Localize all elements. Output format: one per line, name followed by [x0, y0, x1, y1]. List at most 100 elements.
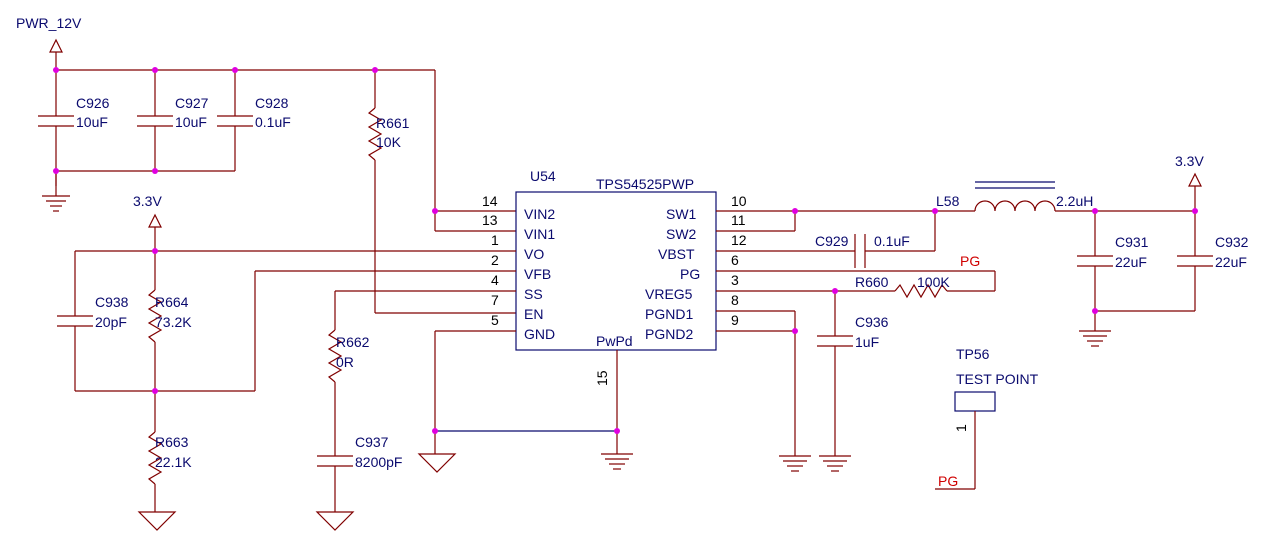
capacitor-c931-symbol	[1077, 255, 1113, 267]
l58-ref: L58	[936, 193, 960, 209]
net-label-pwr-12v: PWR_12V	[16, 15, 82, 31]
capacitor-c926-symbol	[38, 115, 74, 127]
pin-number: 4	[491, 272, 499, 288]
ground-symbol-input-caps	[42, 171, 70, 212]
junction-dot	[432, 208, 438, 214]
c932-value: 22uF	[1215, 254, 1247, 270]
l58-value: 2.2uH	[1056, 193, 1093, 209]
resistor-r664-symbol	[147, 289, 163, 432]
resistor-r663-symbol	[147, 431, 163, 512]
r664-value: 73.2K	[155, 314, 192, 330]
c936-value: 1uF	[855, 334, 879, 350]
tp56-wire	[935, 411, 976, 490]
ss-network-wires	[327, 290, 516, 512]
capacitor-c928-symbol	[217, 115, 253, 127]
r660-ref: R660	[855, 274, 889, 290]
ic-part-number: TPS54525PWP	[596, 176, 694, 192]
pin-number: 1	[491, 232, 499, 248]
junction-dot	[1092, 308, 1098, 314]
resistor-r661-symbol	[367, 70, 516, 314]
pin-number: 5	[491, 312, 499, 328]
net-label-pg-tp: PG	[938, 473, 958, 489]
pin-name: PGND2	[645, 326, 693, 342]
input-wires	[55, 69, 516, 232]
pin-name: PGND1	[645, 306, 693, 322]
c928-ref: C928	[255, 95, 289, 111]
pin-name: SW1	[666, 206, 697, 222]
c936-ref: C936	[855, 314, 889, 330]
pin-number: 12	[731, 232, 747, 248]
c929-ref: C929	[815, 233, 849, 249]
pin-name: VREG5	[645, 286, 693, 302]
inductor-l58-symbol	[974, 181, 1195, 212]
test-point-tp56-body	[954, 391, 996, 412]
capacitor-c927-symbol	[137, 115, 173, 127]
pin-number: 8	[731, 292, 739, 308]
output-cap-wires	[1094, 186, 1196, 331]
vo-vfb-wires	[74, 250, 516, 392]
c938-ref: C938	[95, 294, 129, 310]
pin-name: VBST	[658, 246, 695, 262]
pin-name: VFB	[524, 266, 551, 282]
pin-number: 3	[731, 272, 739, 288]
junction-dot	[832, 288, 838, 294]
ground-symbol-pgnd	[779, 455, 811, 472]
junction-dot	[1192, 208, 1198, 214]
pin-name: PG	[680, 266, 700, 282]
r661-value: 10K	[376, 134, 402, 150]
junction-dot	[792, 328, 798, 334]
ground-symbol-gnd-pin	[417, 453, 457, 473]
pin-number: 6	[731, 252, 739, 268]
c937-ref: C937	[355, 434, 389, 450]
sw-wires	[716, 210, 975, 252]
capacitor-c936-symbol	[817, 335, 853, 347]
tp56-ref: TP56	[956, 346, 990, 362]
c926-ref: C926	[76, 95, 110, 111]
ic-ref: U54	[530, 168, 556, 184]
pin-number: 14	[482, 193, 498, 209]
c937-value: 8200pF	[355, 454, 402, 470]
pin-name: VIN1	[524, 226, 555, 242]
pin-number: 7	[491, 292, 499, 308]
c931-ref: C931	[1115, 234, 1149, 250]
power-symbol-3v3-left	[148, 213, 162, 290]
pin-number: 9	[731, 312, 739, 328]
r661-ref: R661	[376, 115, 410, 131]
pin-number: 13	[482, 212, 498, 228]
power-symbol-3v3-right	[1188, 172, 1202, 187]
r662-value: 0R	[336, 354, 354, 370]
ground-symbol-c936	[819, 455, 851, 472]
pin-name: SW2	[666, 226, 697, 242]
c931-value: 22uF	[1115, 254, 1147, 270]
junction-dots	[53, 67, 1198, 434]
c927-value: 10uF	[175, 114, 207, 130]
pgnd-wires	[716, 291, 836, 456]
ground-symbol-c937	[315, 511, 355, 531]
junction-dot	[232, 67, 238, 73]
junction-dot	[932, 208, 938, 214]
pin-number: 2	[491, 252, 499, 268]
pin-number: 11	[731, 212, 746, 228]
r662-ref: R662	[336, 334, 370, 350]
pwpd-label: PwPd	[596, 333, 633, 349]
ground-symbol-output-caps	[1079, 330, 1111, 347]
junction-dot	[53, 67, 59, 73]
pin-name: GND	[524, 326, 555, 342]
tp56-value: TEST POINT	[956, 371, 1039, 387]
pin-name: VO	[524, 246, 544, 262]
junction-dot	[152, 388, 158, 394]
junction-dot	[152, 67, 158, 73]
capacitor-c932-symbol	[1177, 255, 1213, 267]
ic-right-pins: 10 SW1 11 SW2 12 VBST 6 PG 3 VREG5 8 PGN…	[645, 193, 747, 342]
c927-ref: C927	[175, 95, 209, 111]
ground-symbol-r663	[137, 511, 177, 531]
c932-ref: C932	[1215, 234, 1249, 250]
r660-value: 100K	[917, 274, 950, 290]
junction-dot	[372, 67, 378, 73]
junction-dot	[432, 428, 438, 434]
pwr-12v-symbol	[49, 38, 63, 70]
r664-ref: R664	[155, 294, 189, 310]
capacitor-c929-symbol	[854, 234, 866, 268]
